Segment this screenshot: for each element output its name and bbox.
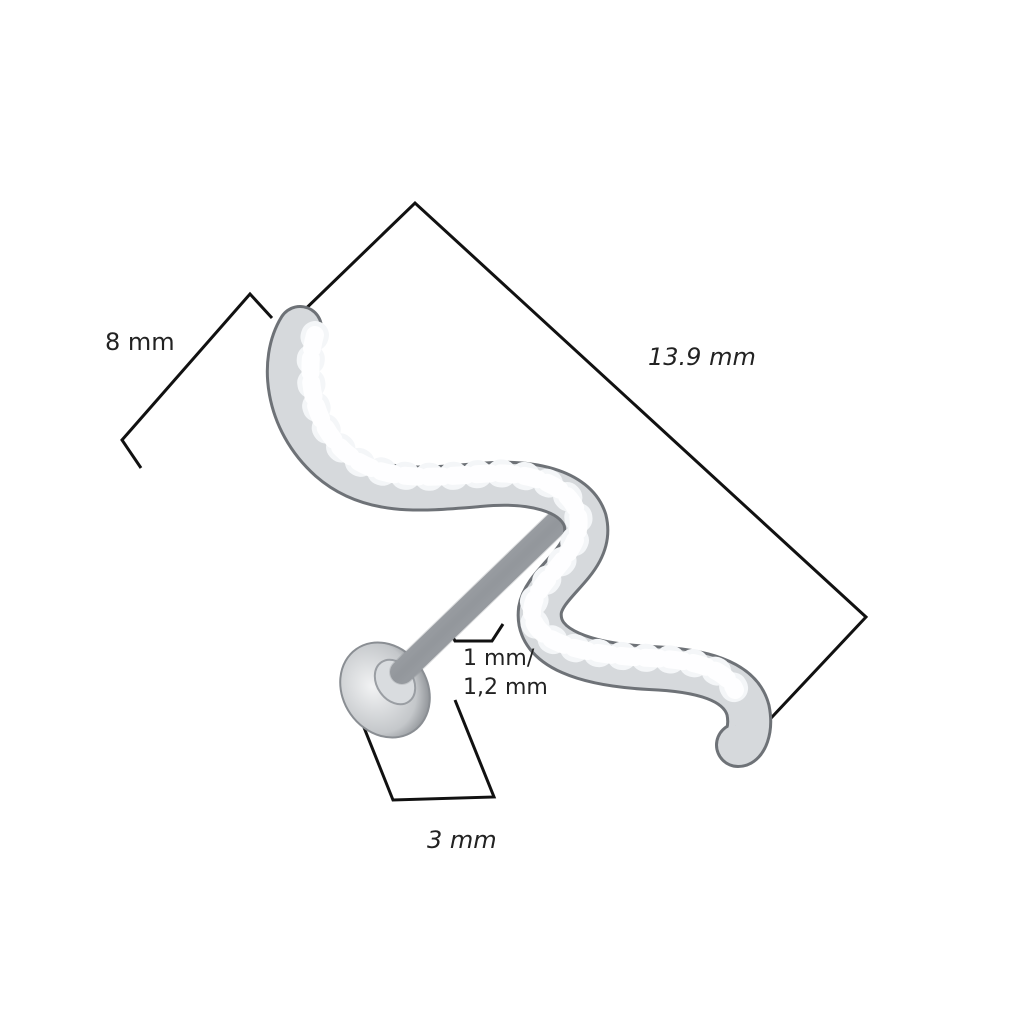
snake-top	[265, 305, 773, 768]
disc-dimension-line	[353, 699, 497, 802]
gauge-label-line1: 1 mm/	[463, 646, 535, 671]
height-dimension-line	[120, 291, 274, 469]
disc-label: 3 mm	[427, 826, 497, 854]
height-label: 8 mm	[105, 328, 175, 356]
labret-pin	[390, 500, 580, 684]
length-label: 13.9 mm	[648, 343, 756, 371]
length-dimension-line	[290, 200, 869, 735]
gauge-label-line2: 1,2 mm	[463, 675, 548, 700]
